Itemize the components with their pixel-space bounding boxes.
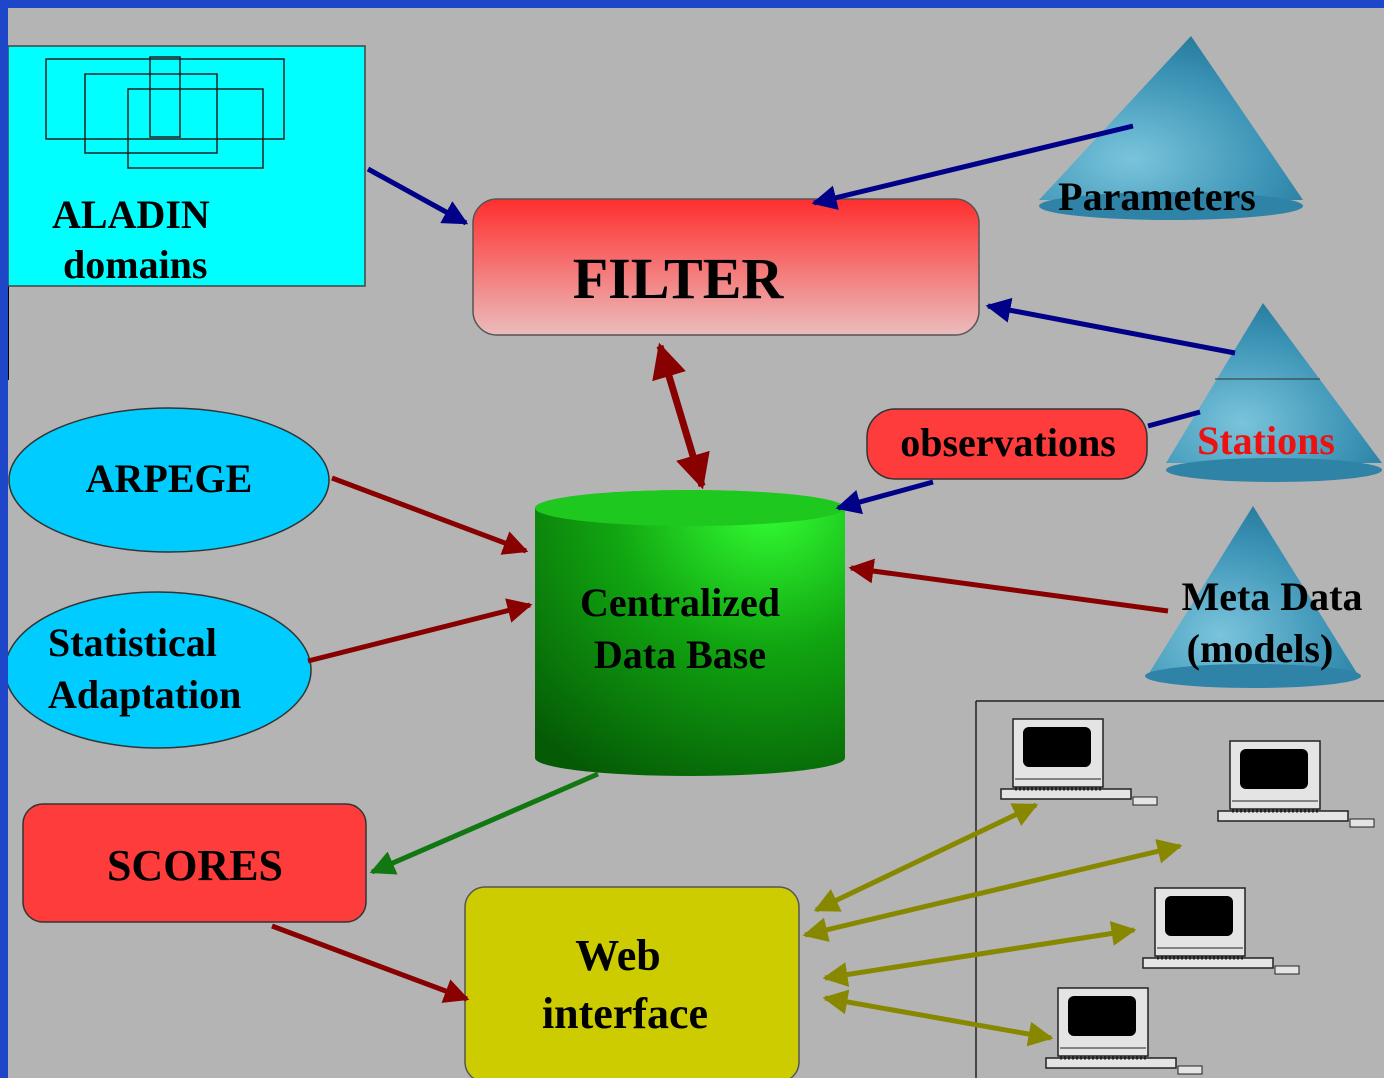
parameters-label: Parameters (1058, 174, 1256, 219)
arrow-web-client-2 (802, 839, 1183, 942)
line-stations-to-observations (1147, 409, 1201, 429)
workflow-diagram: ALADIN domains FILTER Parameters Station… (8, 36, 1384, 1078)
metadata-label-line1: Meta Data (1181, 574, 1362, 619)
diagram-canvas: ALADIN domains FILTER Parameters Station… (8, 8, 1384, 1078)
observations-pill: observations (866, 408, 1148, 480)
observations-label: observations (900, 420, 1116, 465)
aladin-domains-box: ALADIN domains (8, 45, 366, 287)
metadata-label-line2: (models) (1187, 626, 1334, 671)
scores-label: SCORES (107, 841, 283, 890)
arrow-observations-to-database (835, 479, 934, 515)
statistical-label-line1: Statistical (48, 620, 217, 665)
filter-box: FILTER (472, 198, 980, 336)
arrow-database-to-scores (369, 771, 599, 875)
arrow-web-client-3 (822, 921, 1137, 987)
statistical-label-line2: Adaptation (48, 672, 241, 717)
computer-icon (1044, 986, 1204, 1076)
computer-icon (999, 717, 1159, 807)
computer-icon (1216, 739, 1376, 829)
arrow-web-client-1 (813, 802, 1039, 913)
parameters-cone: Parameters (1039, 36, 1303, 220)
aladin-label-line2: domains (63, 242, 208, 287)
arrow-arpege-to-database (331, 475, 529, 555)
web-interface-box: Web interface (464, 886, 800, 1078)
arrow-web-client-4 (822, 989, 1054, 1047)
web-label-line2: interface (542, 989, 708, 1038)
arpege-label: ARPEGE (86, 456, 253, 501)
arrow-metadata-to-database (848, 558, 1169, 614)
arrow-filter-database (652, 342, 710, 490)
computer-icon (1141, 886, 1301, 976)
statistical-adaptation-ellipse: Statistical Adaptation (8, 591, 312, 749)
web-label-line1: Web (575, 931, 661, 980)
clients-panel (975, 700, 1384, 1078)
database-label-line1: Centralized (580, 580, 780, 625)
database-label-line2: Data Base (594, 632, 766, 677)
arpege-ellipse: ARPEGE (8, 407, 330, 553)
connections (271, 123, 1236, 1047)
arrow-aladin-to-filter (366, 166, 469, 226)
domains-rectangles (45, 56, 285, 169)
arrow-scores-to-web (271, 923, 470, 1003)
stations-cone: Stations (1166, 303, 1382, 482)
metadata-cone: Meta Data (models) (1145, 506, 1363, 688)
filter-label: FILTER (573, 246, 785, 311)
aladin-label-line1: ALADIN (52, 192, 210, 237)
database-cylinder: Centralized Data Base (535, 490, 845, 776)
arrow-stations-to-filter (985, 297, 1236, 356)
arrow-statistical-to-database (307, 598, 533, 664)
arrow-parameters-to-filter (811, 123, 1134, 210)
stations-label: Stations (1197, 418, 1335, 463)
scores-box: SCORES (22, 803, 367, 923)
